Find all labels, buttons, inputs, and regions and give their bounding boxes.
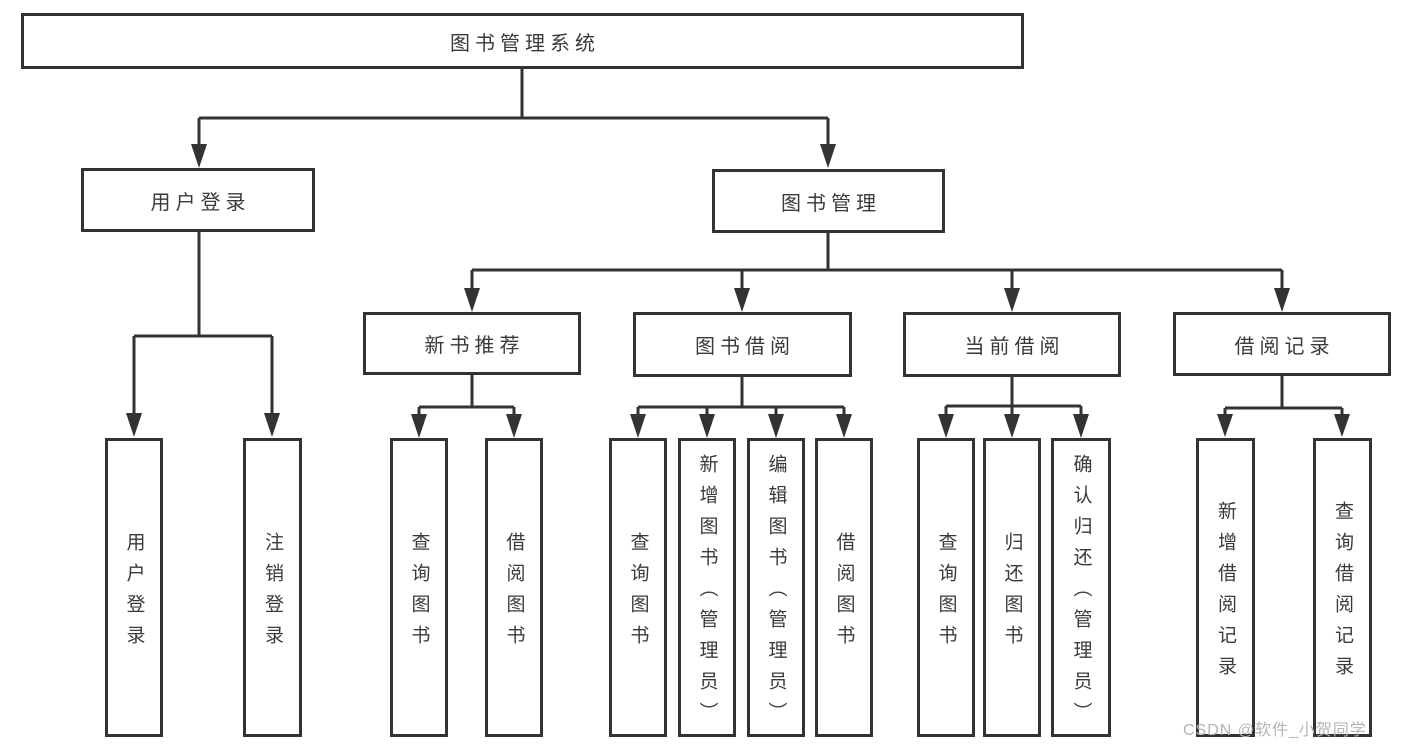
csdn-watermark: CSDN @软件_小贺同学: [1183, 722, 1367, 739]
leaf-newbooks-query-books: 查询图书: [390, 438, 448, 737]
connector-current-borrowing-to-children: [944, 377, 1083, 414]
leaf-records-query-record: 查询借阅记录: [1313, 438, 1372, 737]
leaf-current-query-books-label: 查询图书: [935, 531, 957, 656]
arrowhead-icon: [1073, 414, 1089, 438]
leaf-borrowing-query-books-label: 查询图书: [627, 531, 649, 656]
leaf-borrowing-add-books-admin: 新增图书（管理员）: [678, 438, 736, 737]
leaf-borrowing-edit-books-admin-label: 编辑图书（管理员）: [765, 454, 787, 733]
leaf-records-query-record-label: 查询借阅记录: [1332, 500, 1353, 687]
node-book-management-label: 图书管理: [781, 192, 881, 215]
node-user-login-label: 用户登录: [150, 191, 251, 214]
arrowhead-icon: [1217, 414, 1233, 437]
leaf-borrowing-edit-books-admin: 编辑图书（管理员）: [747, 438, 805, 737]
leaf-logout: 注销登录: [243, 438, 302, 737]
leaf-user-login-label: 用户登录: [123, 531, 145, 656]
leaf-current-return-books: 归还图书: [983, 438, 1041, 737]
arrowhead-icon: [699, 414, 715, 438]
connector-root-to-level1: [197, 69, 830, 144]
leaf-borrowing-borrow-books-label: 借阅图书: [833, 531, 855, 656]
leaf-records-add-record-label: 新增借阅记录: [1215, 500, 1236, 687]
connector-user-login-to-children: [132, 232, 274, 413]
leaf-current-confirm-return-admin: 确认归还（管理员）: [1051, 438, 1111, 737]
arrowhead-icon: [126, 413, 142, 437]
node-new-book-recommend: 新书推荐: [363, 312, 581, 375]
leaf-newbooks-borrow-books-label: 借阅图书: [503, 531, 525, 656]
connector-borrow-records-to-children: [1223, 376, 1344, 414]
node-current-borrowing-label: 当前借阅: [964, 336, 1065, 358]
arrowheads: [126, 144, 1350, 438]
leaf-newbooks-borrow-books: 借阅图书: [485, 438, 543, 737]
arrowhead-icon: [506, 414, 522, 438]
node-book-management: 图书管理: [712, 169, 945, 233]
node-borrow-records: 借阅记录: [1173, 312, 1391, 376]
arrowhead-icon: [938, 414, 954, 438]
arrowhead-icon: [768, 414, 784, 438]
leaf-current-confirm-return-admin-label: 确认归还（管理员）: [1070, 454, 1092, 733]
connector-book-mgmt-to-level2: [470, 233, 1284, 288]
node-current-borrowing: 当前借阅: [903, 312, 1121, 377]
arrowhead-icon: [1334, 414, 1350, 437]
arrowhead-icon: [820, 144, 836, 168]
leaf-logout-label: 注销登录: [262, 531, 283, 656]
arrowhead-icon: [1004, 288, 1020, 312]
leaf-borrowing-add-books-admin-label: 新增图书（管理员）: [696, 454, 718, 733]
arrowhead-icon: [734, 288, 750, 312]
arrowhead-icon: [191, 144, 207, 168]
leaf-records-add-record: 新增借阅记录: [1196, 438, 1255, 737]
connector-book-borrowing-to-children: [636, 377, 846, 414]
arrowhead-icon: [1274, 288, 1290, 312]
arrowhead-icon: [1004, 414, 1020, 438]
node-user-login: 用户登录: [81, 168, 315, 232]
arrowhead-icon: [836, 414, 852, 438]
arrowhead-icon: [464, 288, 480, 312]
arrowhead-icon: [630, 414, 646, 438]
node-book-borrowing-label: 图书借阅: [695, 336, 795, 358]
leaf-borrowing-borrow-books: 借阅图书: [815, 438, 873, 737]
leaf-borrowing-query-books: 查询图书: [609, 438, 667, 737]
arrowhead-icon: [264, 413, 280, 437]
leaf-current-query-books: 查询图书: [917, 438, 975, 737]
leaf-newbooks-query-books-label: 查询图书: [408, 531, 430, 656]
arrowhead-icon: [411, 414, 427, 438]
node-borrow-records-label: 借阅记录: [1234, 335, 1335, 358]
leaf-user-login: 用户登录: [105, 438, 163, 737]
leaf-current-return-books-label: 归还图书: [1001, 531, 1023, 656]
connector-new-books-to-children: [417, 374, 516, 414]
node-root-label: 图书管理系统: [450, 32, 600, 55]
node-book-borrowing: 图书借阅: [633, 312, 852, 377]
node-new-book-recommend-label: 新书推荐: [424, 335, 525, 357]
node-root: 图书管理系统: [21, 13, 1024, 69]
